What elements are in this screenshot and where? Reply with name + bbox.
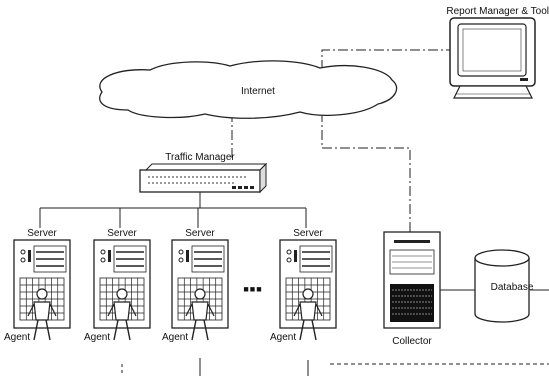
report-manager-label: Report Manager & Tool	[446, 6, 549, 17]
agent-label: Agent	[4, 332, 30, 343]
traffic-manager-device	[140, 164, 266, 192]
traffic-manager-label: Traffic Manager	[165, 152, 235, 163]
server-label: Server	[185, 228, 215, 239]
agent-label: Agent	[270, 332, 296, 343]
collector-device	[384, 232, 440, 328]
server-label: Server	[293, 228, 323, 239]
agent-label: Agent	[162, 332, 188, 343]
servers-group: ServerAgentServerAgentServerAgentServerA…	[4, 228, 336, 343]
ellipsis-dots: ■■■	[243, 284, 262, 294]
database-label: Database	[491, 282, 534, 293]
internet-label: Internet	[241, 86, 275, 97]
link-internet-collector	[322, 112, 410, 232]
report-manager-monitor	[450, 18, 535, 98]
server-label: Server	[107, 228, 137, 239]
server-label: Server	[27, 228, 57, 239]
agent-label: Agent	[84, 332, 110, 343]
collector-label: Collector	[392, 336, 432, 347]
